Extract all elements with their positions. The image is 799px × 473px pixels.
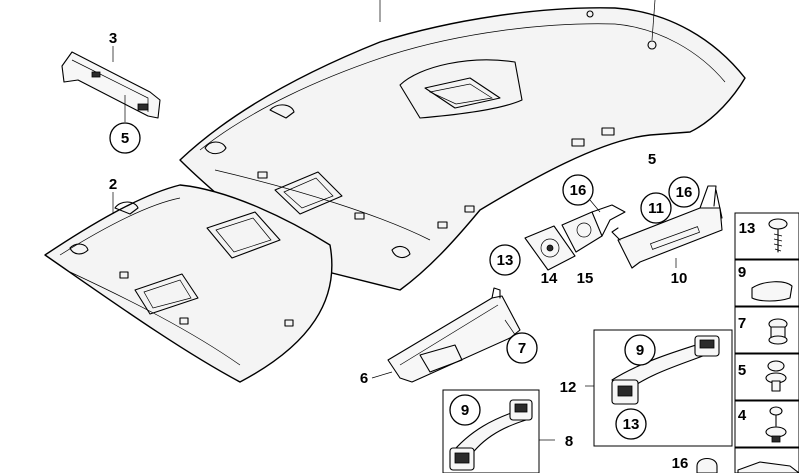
callout-circle-9-b (449, 394, 481, 426)
callout-3: 3 (109, 30, 117, 47)
legend-label-13: 13 (739, 220, 756, 237)
callout-10: 10 (671, 270, 688, 287)
headliner-sunroof (179, 0, 746, 291)
legend-label-9: 9 (738, 264, 746, 281)
callout-16-b: 16 (676, 184, 693, 201)
legend-label-16: 16 (672, 455, 689, 472)
callout-13-b: 13 (623, 416, 640, 433)
callout-15: 15 (577, 270, 594, 287)
bracket-3 (61, 46, 161, 122)
bracket-6 (371, 287, 521, 383)
callout-2: 2 (109, 176, 117, 193)
bracket-14 (524, 225, 576, 271)
callout-5-top: 5 (121, 130, 129, 147)
callout-circle-7 (506, 332, 538, 364)
legend-label-5: 5 (738, 362, 746, 379)
screw-icon (768, 218, 788, 253)
callout-1: 1 (372, 0, 380, 4)
callout-12: 12 (560, 379, 577, 396)
callout-13-a: 13 (497, 252, 514, 269)
callout-circle-16-b (668, 176, 700, 208)
callout-14: 14 (541, 270, 558, 287)
callout-9-b: 9 (461, 402, 469, 419)
callout-9-a: 9 (636, 342, 644, 359)
legend-label-7: 7 (738, 315, 746, 332)
bracket-15 (561, 199, 626, 253)
callout-16-a: 16 (570, 182, 587, 199)
callout-circle-11 (640, 192, 672, 224)
push-pin-icon (765, 406, 787, 443)
callout-circle-9-a (624, 334, 656, 366)
callout-8: 8 (565, 433, 573, 450)
legend-label-4: 4 (738, 407, 747, 424)
headliner-standard (44, 184, 333, 383)
grab-handle-box-12 (585, 329, 733, 447)
callout-5-roof: 5 (648, 151, 656, 168)
callout-circle-5-top (109, 122, 141, 154)
callout-circle-16-a (562, 174, 594, 206)
pad-icon (751, 281, 793, 302)
callout-6: 6 (360, 370, 368, 387)
callout-circle-13-b (615, 408, 647, 440)
callout-11: 11 (648, 200, 664, 217)
callout-7: 7 (518, 340, 526, 357)
fastener-legend (696, 212, 799, 473)
bracket-10 (611, 185, 723, 269)
clip-icon (768, 318, 788, 345)
callout-circle-13-a (489, 244, 521, 276)
expanding-rivet-icon (765, 360, 787, 392)
